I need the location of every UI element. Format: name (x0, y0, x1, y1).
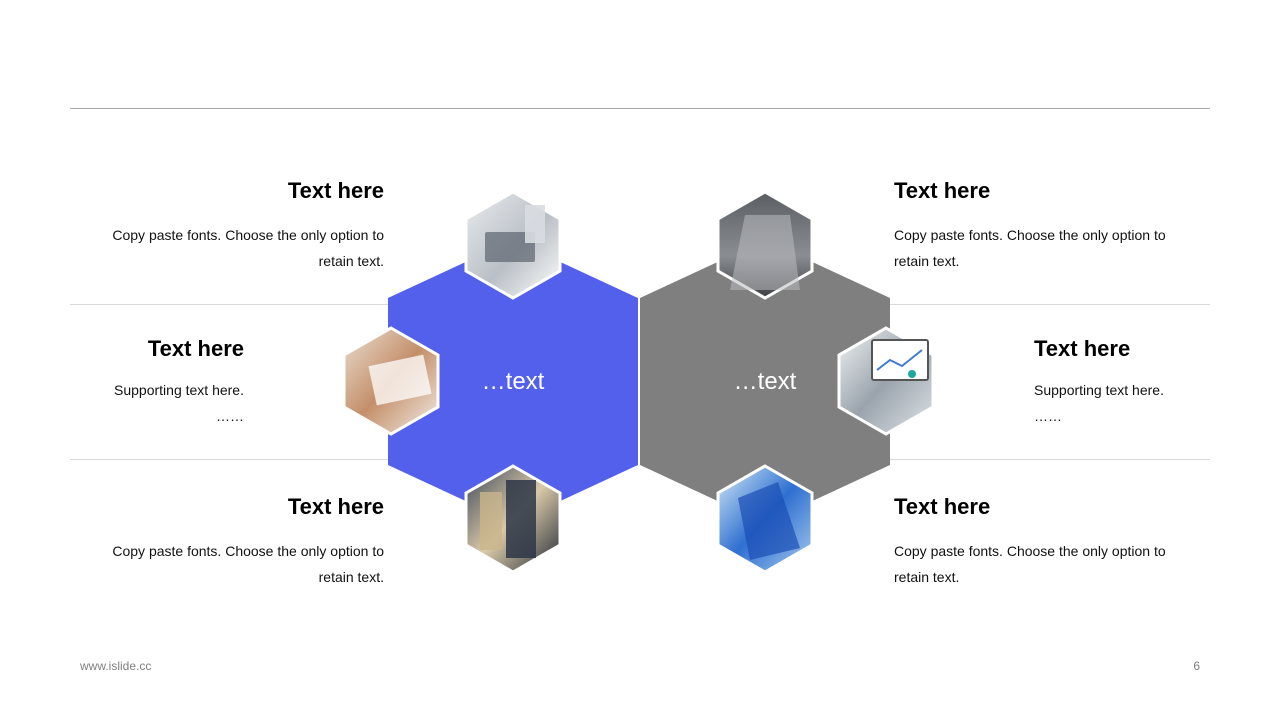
left-divider-1 (70, 304, 390, 305)
item-title: Text here (894, 178, 991, 203)
left-center-hexagon (388, 240, 638, 523)
skyscraper-photo (716, 190, 814, 300)
item-ellipsis: …… (1034, 408, 1062, 424)
footer-url: www.islide.cc (80, 659, 152, 673)
meeting-hands-photo (342, 326, 440, 436)
item-title: Text here (287, 494, 384, 519)
right-divider-1 (888, 304, 1210, 305)
item-body: Copy paste fonts. Choose the only option… (112, 543, 384, 585)
left-item-1: Text here Copy paste fonts. Choose the o… (90, 178, 384, 274)
office-tower-photo (464, 464, 562, 574)
right-center-hexagon (640, 240, 890, 523)
left-item-2: Text here Supporting text here. …… (90, 336, 244, 429)
item-title: Text here (147, 336, 244, 361)
item-title: Text here (287, 178, 384, 203)
item-body: Supporting text here. (114, 382, 244, 398)
left-divider-2 (70, 459, 390, 460)
top-divider (70, 108, 1210, 109)
item-body: Supporting text here. (1034, 382, 1164, 398)
right-item-3: Text here Copy paste fonts. Choose the o… (894, 494, 1194, 590)
item-title: Text here (1034, 336, 1131, 361)
page-number: 6 (1193, 659, 1200, 673)
right-item-1: Text here Copy paste fonts. Choose the o… (894, 178, 1194, 274)
blue-tower-photo (716, 464, 814, 574)
item-title: Text here (894, 494, 991, 519)
right-divider-2 (888, 459, 1210, 460)
laptop-chart-photo (837, 326, 935, 436)
item-body: Copy paste fonts. Choose the only option… (112, 227, 384, 269)
left-item-3: Text here Copy paste fonts. Choose the o… (90, 494, 384, 590)
item-ellipsis: …… (216, 408, 244, 424)
right-center-label: …text (733, 368, 797, 395)
laptop-desk-photo (464, 190, 562, 300)
item-body: Copy paste fonts. Choose the only option… (894, 227, 1166, 269)
left-center-label: …text (481, 368, 545, 395)
item-body: Copy paste fonts. Choose the only option… (894, 543, 1166, 585)
right-item-2: Text here Supporting text here. …… (1034, 336, 1204, 429)
